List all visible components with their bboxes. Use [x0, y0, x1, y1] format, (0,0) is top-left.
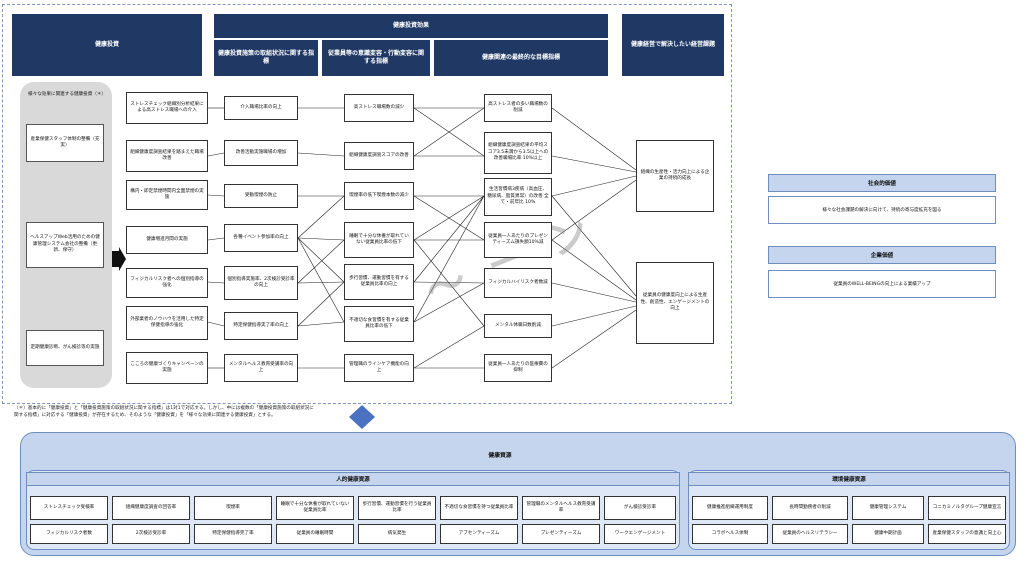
behavior-kpi-box: 管理職のラインケア機能の向上 — [344, 354, 414, 382]
human-resource-item: がん検診受診率 — [604, 496, 676, 520]
social-value-title: 社会的価値 — [768, 174, 996, 192]
human-resource-item: 組織健康度調査の回答率 — [112, 496, 190, 520]
header-goal: 健康経営で解決したい経営課題 — [622, 14, 724, 76]
strategy-map-frame — [2, 4, 732, 404]
human-resource-item: ストレスチェック受検率 — [30, 496, 108, 520]
health-resources-title: 健康資源 — [488, 453, 512, 459]
human-resource-item: 管理職のメンタルヘルス教育受講率 — [522, 496, 600, 520]
env-resource-item: 長時間勤務者の削減 — [772, 496, 848, 520]
human-resource-item: 睡眠で十分な休養が取れていない従業員比率 — [276, 496, 354, 520]
initiative-kpi-box: 介入職場比率の向上 — [224, 96, 298, 120]
human-resource-item: 喫煙率 — [194, 496, 272, 520]
initiative-kpi-box: 特定保健指導実了率の向上 — [224, 312, 298, 340]
env-resource-item: コラボヘルス体制 — [692, 524, 768, 544]
initiative-kpi-box: 改善活動実施職場の増加 — [224, 140, 298, 166]
goal-kpi-box: 高ストレス者の多い職場数の削減 — [484, 94, 552, 122]
header-effect: 健康投資効果 — [214, 14, 608, 38]
behavior-kpi-box: 睡眠で十分な休養が取れていない従業員比率の低下 — [344, 222, 414, 258]
env-resource-item: 産業保健スタッフの意識と向上心 — [928, 524, 1006, 544]
env-resource-item: 健康中期計画 — [852, 524, 924, 544]
env-resource-item: 健康管理システム — [852, 496, 924, 520]
env-resource-item: 従業員のヘルスリテラシー — [772, 524, 848, 544]
initiative-box: フィジカルリスク者への個別指導の強化 — [126, 268, 208, 298]
initiative-box: 外部業者のノウハウを活用した特定保健指導の強化 — [126, 306, 208, 340]
human-resource-item: 病気発生 — [358, 524, 436, 544]
goal-kpi-box: 組織健康度調査結果の平均スコア3.5未満から3.5以上への改善職場比率 10%以… — [484, 132, 552, 174]
initiative-kpi-box: 個別指導実施率、2次検診受診率の向上 — [224, 266, 298, 300]
initiative-box: ストレスチェック組織別分析結果による高ストレス職場への介入 — [126, 92, 208, 124]
goal-kpi-box: 生活習慣病3疾病（高血圧、糖尿病、脂質異常）の改善 全て・前年比 10% — [484, 178, 552, 216]
corporate-value-text: 従業員のWELL-BEINGの向上による業績アップ — [768, 270, 996, 298]
header-investment: 健康投資 — [12, 14, 202, 76]
human-resource-item: アブセンティーズム — [440, 524, 518, 544]
goal-kpi-box: メンタル休職日数削減 — [484, 314, 552, 338]
human-resources-title: 人的健康資源 — [26, 472, 680, 486]
env-resource-item: コニカミノルタグループ健康宣言 — [928, 496, 1006, 520]
initiative-kpi-box: 各種イベント参加率の向上 — [224, 224, 298, 252]
human-resource-item: 従業員の睡眠時間 — [276, 524, 354, 544]
behavior-kpi-box: 組織健康度調査スコアの改善 — [344, 142, 414, 170]
corporate-value-title: 企業価値 — [768, 246, 996, 264]
initiative-kpi-box: 受動喫煙の防止 — [224, 184, 298, 208]
human-resource-item: 歩行習慣、運動習慣を行う従業員比率 — [358, 496, 436, 520]
arrow-right-icon — [112, 247, 126, 271]
initiative-box: こころの健康づくりキャンペーンの実施 — [126, 352, 208, 384]
initiative-box: 構内・即定禁煙時間内全面禁煙の実施 — [126, 180, 208, 210]
human-resource-item: ワークエンゲージメント — [604, 524, 676, 544]
footnote: （＊）基本的に「健康投資」と「健康投資施策の取組状況に関する指標」は1対1で対応… — [14, 406, 314, 419]
investment-panel-heading: 様々な効果に関連する健康投資（＊） — [28, 92, 107, 97]
behavior-kpi-box: 歩行習慣、運動習慣を有する従業員比率の向上 — [344, 264, 414, 300]
goal-kpi-box: 従業員一人あたりのプレゼンティーズム損失額10%減 — [484, 222, 552, 258]
behavior-kpi-box: 高ストレス職場数の減少 — [344, 94, 414, 122]
initiative-box: 健康増進月間の実施 — [126, 226, 208, 254]
initiative-box: 組織健康度調査結果を踏まえた職場改善 — [126, 140, 208, 172]
human-resource-item: プレゼンティーズム — [522, 524, 600, 544]
header-effect-sub1: 健康投資施策の取組状況に関する指標 — [214, 40, 318, 76]
env-resource-item: 健康推進組織運用制度 — [692, 496, 768, 520]
social-value-text: 様々な社会課題の解決に向けて、持続の寄与度拡充を図る — [768, 196, 996, 224]
goal-kpi-box: フィジカルハイリスク者数減 — [484, 268, 552, 298]
human-resource-item: 2次検診受診率 — [112, 524, 190, 544]
human-resource-item: 特定保健指導完了率 — [194, 524, 272, 544]
behavior-kpi-box: 喫煙率の低下喫煙本数の減少 — [344, 182, 414, 210]
behavior-kpi-box: 不適切な食習慣を有する従業員比率の低下 — [344, 306, 414, 342]
human-resource-item: フィジカルリスク者数 — [30, 524, 108, 544]
goal-kpi-box: 従業員一人あたりの医療費の抑制 — [484, 354, 552, 382]
investment-item: 定期健康診断、がん検診等の実施 — [26, 330, 104, 366]
header-effect-sub3: 健康関連の最終的な目標指標 — [434, 40, 608, 76]
env-resources-title: 環境健康資源 — [688, 472, 1010, 486]
investment-item: 産業保健スタッフ体制の整備（充実） — [26, 124, 104, 162]
initiative-kpi-box: メンタルヘルス教育受講率の向上 — [224, 354, 298, 382]
business-issue-box: 従業員の健康度向上による生産性、創造性、エンゲージメントの向上 — [636, 262, 714, 344]
human-resource-item: 不適切な食習慣を持つ従業員比率 — [440, 496, 518, 520]
investment-item: ヘルスアップWeb活用のための健康管理システム会社の整備（更新、保守） — [26, 222, 104, 268]
header-effect-sub2: 従業員等の意識変容・行動変容に関する指標 — [322, 40, 430, 76]
business-issue-box: 組織の生産性・活力向上による企業の持続的成長 — [636, 140, 714, 212]
diamond-connector-icon — [349, 405, 375, 429]
